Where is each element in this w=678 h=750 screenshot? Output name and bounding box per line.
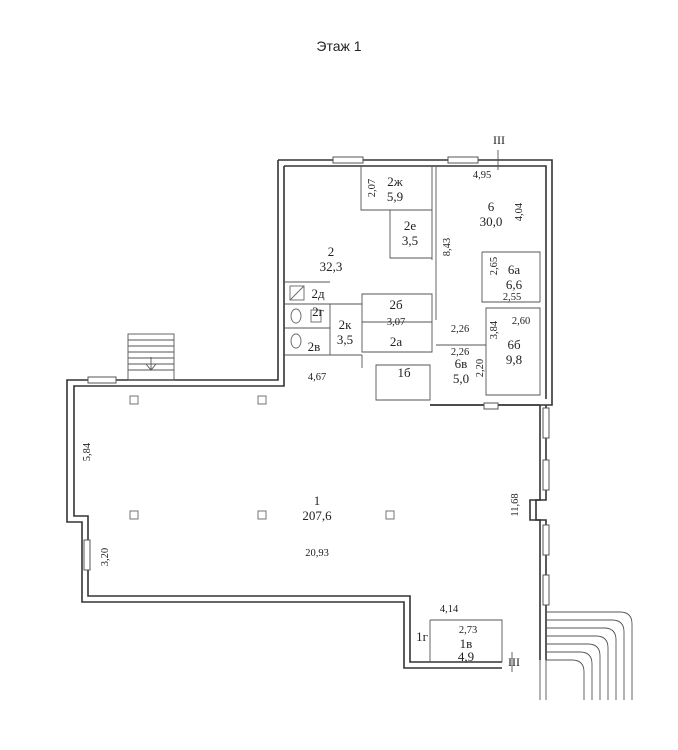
dimension-label: 2,26 xyxy=(451,324,469,335)
dimension-label: 3,84 xyxy=(489,320,500,339)
room-area: 30,0 xyxy=(480,214,503,229)
room-number: 6а xyxy=(508,262,521,277)
dimension-label: 20,93 xyxy=(305,548,329,559)
dimension-label: 11,68 xyxy=(510,493,521,516)
room-number: 1б xyxy=(397,365,411,380)
room-area: 5,9 xyxy=(387,189,403,204)
dimension-labels: 4,95 4,04 2,07 8,43 2,65 2,55 2,60 2,26 … xyxy=(82,170,530,636)
room-number: 1в xyxy=(460,636,473,651)
room-area: 32,3 xyxy=(320,259,343,274)
dimension-label: 2,60 xyxy=(512,316,530,327)
room-area: 9,8 xyxy=(506,352,522,367)
dimension-label: 3,07 xyxy=(387,317,405,328)
room-area: 207,6 xyxy=(302,508,332,523)
dimension-label: 4,14 xyxy=(440,604,459,615)
dimension-label: 2,07 xyxy=(367,179,378,197)
section-label-bottom: III xyxy=(508,655,520,669)
room-number: 2д xyxy=(311,286,325,301)
room-number: 2в xyxy=(308,339,321,354)
columns xyxy=(129,395,395,520)
dimension-label: 4,67 xyxy=(308,372,326,383)
room-number: 6 xyxy=(488,199,495,214)
dimension-label: 8,43 xyxy=(442,238,453,256)
entrance-stairs xyxy=(127,333,175,381)
dimension-label: 2,55 xyxy=(503,292,521,303)
room-number: 2ж xyxy=(387,174,404,189)
room-area: 4,9 xyxy=(458,649,474,664)
room-area: 6,6 xyxy=(506,277,523,292)
external-ramps xyxy=(539,611,633,700)
outer-walls xyxy=(66,159,553,669)
room-number: 2а xyxy=(390,334,403,349)
room-number: 1г xyxy=(416,629,428,644)
room-area: 3,5 xyxy=(402,233,418,248)
room-number: 2е xyxy=(404,218,417,233)
section-label-top: III xyxy=(493,133,505,147)
dimension-label: 2,26 xyxy=(451,347,469,358)
room-number: 2б xyxy=(389,297,403,312)
dimension-label: 3,20 xyxy=(100,548,111,566)
room-number: 6в xyxy=(455,356,468,371)
dimension-label: 5,84 xyxy=(82,442,93,461)
dimension-label: 4,95 xyxy=(473,170,491,181)
room-number: 2к xyxy=(339,317,353,332)
sanitary-fixtures xyxy=(289,285,322,349)
room-number: 2г xyxy=(312,304,324,319)
section-marks: III III xyxy=(493,133,520,672)
dimension-label: 2,73 xyxy=(459,625,477,636)
room-number: 1 xyxy=(314,493,321,508)
windows xyxy=(83,156,550,606)
dimension-label: 2,20 xyxy=(475,359,486,377)
dimension-label: 4,04 xyxy=(514,202,525,221)
room-area: 5,0 xyxy=(453,371,469,386)
interior-walls xyxy=(284,166,541,662)
room-area: 3,5 xyxy=(337,332,353,347)
floor-title: Этаж 1 xyxy=(316,38,362,54)
room-number: 2 xyxy=(328,244,335,259)
dimension-label: 2,65 xyxy=(489,257,500,275)
room-number: 6б xyxy=(507,337,521,352)
room-labels: 1 207,6 1в 4,9 1г 1б 2 32,3 2а 2б 2в 2г … xyxy=(302,174,522,664)
